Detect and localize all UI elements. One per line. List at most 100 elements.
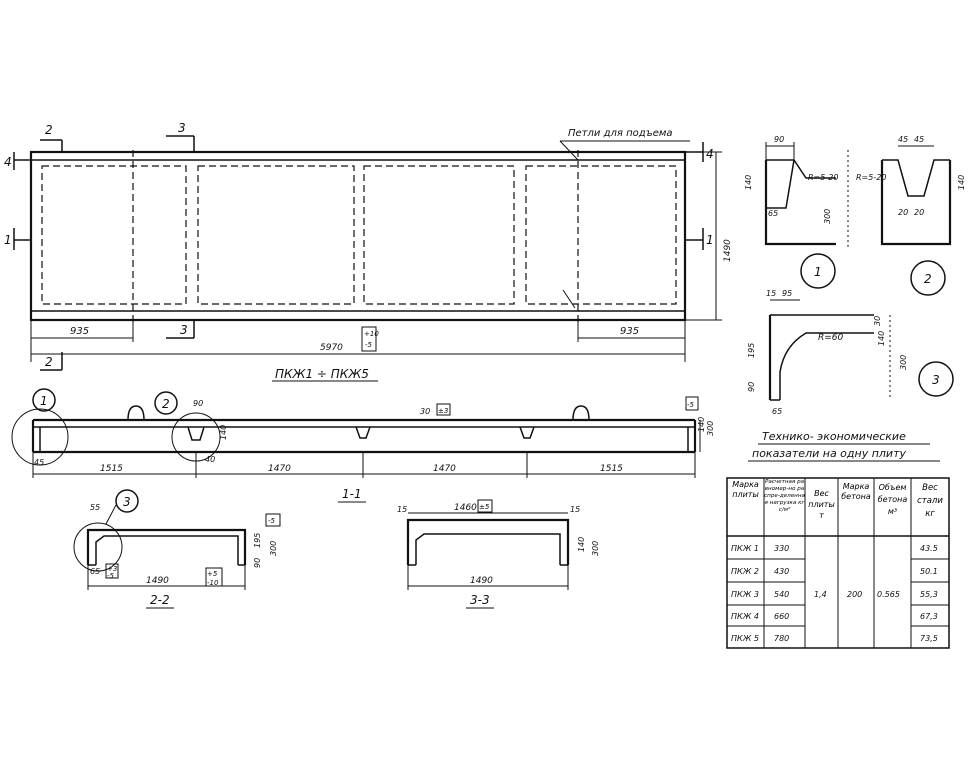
dim-2-2-b: 90 [253, 558, 262, 568]
header-volume: Объем бетона м³ [877, 483, 908, 516]
dim-plan-total: 5970 [320, 343, 343, 353]
mark-3-top: 3 [178, 121, 186, 135]
row-5-load: 780 [774, 634, 789, 643]
row-4-steel: 67,3 [920, 612, 938, 621]
header-steel: Вес стали кг [917, 483, 943, 519]
tol-2-2-b-minus: -10 [207, 579, 219, 587]
header-concrete: Марка бетона [841, 482, 871, 501]
section-mark-2-top: 2 [40, 123, 63, 152]
dim-2-2-a: 195 [253, 533, 262, 548]
row-3-mark: ПКЖ 3 [731, 590, 759, 599]
shared-volume: 0.565 [877, 590, 900, 599]
slab-outline [29, 150, 687, 322]
tol-plan-plus: +10 [364, 330, 379, 338]
dim-3-3-width: 1490 [470, 576, 493, 586]
detail-3-circle [918, 361, 954, 397]
mark-1-left: 1 [4, 233, 12, 247]
section-2-2: 3 55 65 +3 -5 195 90 300 -5 1490 +5 -10 … [73, 489, 281, 609]
callout-2-label: 2 [162, 397, 170, 411]
callout-1-label: 1 [40, 394, 48, 408]
dim-rib-top: 90 [193, 399, 203, 408]
detail-2: 45 45 140 20 20 R=5-20 2 [856, 135, 966, 296]
table-title-line-2: показатели на одну плиту [752, 447, 906, 460]
dim-rib-bottom: 40 [205, 455, 215, 464]
mark-4-left: 4 [4, 155, 12, 169]
tol-plan-minus: -5 [365, 341, 373, 349]
row-5-steel: 73,5 [920, 634, 938, 643]
panel-4 [525, 165, 677, 305]
detail-1-dim-top: 90 [774, 135, 784, 144]
panel-2 [197, 165, 355, 305]
detail-1-dim-depth: 300 [823, 209, 832, 224]
span-4: 1515 [600, 464, 623, 474]
dim-2-2-height: 300 [269, 541, 278, 556]
detail-1-label: 1 [814, 265, 822, 279]
detail-1-radius: R=5-20 [808, 173, 838, 182]
detail-3-dim-top-a: 15 [766, 289, 776, 298]
section-mark-3-top: 3 [166, 121, 195, 152]
dim-2-2-width: 1490 [146, 576, 169, 586]
mark-3-bottom: 3 [180, 323, 188, 337]
row-5-mark: ПКЖ 5 [731, 634, 759, 643]
tech-table: Технико- экономические показатели на одн… [726, 430, 950, 649]
row-4-mark: ПКЖ 4 [731, 612, 759, 621]
plan-title: ПКЖ1 ÷ ПКЖ5 [275, 367, 369, 381]
row-4-load: 660 [774, 612, 789, 621]
detail-1: 90 140 300 65 R=5-20 1 [744, 135, 849, 289]
tol-2-2-a-plus: +3 [107, 565, 117, 573]
shared-weight: 1,4 [814, 590, 827, 599]
dim-slab: 30 [420, 407, 430, 416]
tol-slab: ±3 [438, 407, 448, 415]
tol-height-1-1: -5 [687, 401, 695, 409]
detail-1-dim-bottom: 65 [768, 209, 778, 218]
tol-2-2-a-minus: -5 [107, 572, 115, 580]
row-1-load: 330 [774, 544, 789, 553]
row-1-steel: 43.5 [920, 544, 938, 553]
section-mark-3-bottom: 3 [166, 320, 195, 339]
row-2-steel: 50.1 [920, 567, 938, 576]
mark-2-top: 2 [45, 123, 53, 137]
row-3-load: 540 [774, 590, 789, 599]
detail-3-dim-c: 30 [873, 316, 882, 326]
plan-view: 2 3 4 1 4 1 3 [4, 121, 733, 382]
section-mark-1-right: 1 [686, 228, 714, 250]
detail-3-dim-d: 140 [877, 331, 886, 346]
tol-2-2-height: -5 [268, 517, 276, 525]
dim-height-1-1: 300 [706, 421, 715, 436]
table-title-line-1: Технико- экономические [762, 430, 906, 443]
dim-3-3-inner: 1460 [454, 503, 477, 513]
section-1-1-title: 1-1 [342, 487, 362, 501]
tol-2-2-b-plus: +5 [207, 570, 218, 578]
span-2: 1470 [268, 464, 291, 474]
row-3-steel: 55,3 [920, 590, 938, 599]
section-mark-4-left: 4 [4, 152, 30, 170]
header-weight: Вес плиты т [808, 489, 835, 520]
section-mark-1-left: 1 [4, 228, 30, 250]
dim-3-3-height: 300 [591, 541, 600, 556]
header-load: Расчетная равномер-но распре-деленная на… [764, 479, 805, 513]
detail-2-dim-height: 140 [957, 175, 966, 190]
section-3-3-title: 3-3 [470, 593, 490, 607]
lifting-loops-label: Петли для подъема [568, 128, 673, 139]
dim-plan-left: 935 [70, 326, 89, 337]
span-3: 1470 [433, 464, 456, 474]
callout-3-label: 3 [123, 495, 131, 509]
detail-2-dim-bottom-right: 20 [914, 208, 924, 217]
tol-3-3-inner: ±5 [479, 503, 490, 511]
detail-3-radius: R=60 [818, 333, 844, 343]
detail-3-dim-bottom: 65 [772, 407, 782, 416]
detail-1-dim-height: 140 [744, 175, 753, 190]
section-1-1: 1 2 90 40 140 30 ±3 -5 140 300 45 1515 1… [11, 388, 715, 503]
mark-4-right: 4 [706, 147, 714, 161]
detail-3: 15 95 195 90 30 140 300 65 R=60 3 [747, 289, 954, 416]
detail-2-dim-bottom-left: 20 [898, 208, 908, 217]
dim-3-3-small: 140 [577, 537, 586, 552]
detail-1-circle [800, 253, 836, 289]
detail-2-label: 2 [924, 272, 932, 286]
callout-circle-1 [11, 408, 69, 466]
dim-plan-width: 1490 [723, 239, 733, 262]
dim-rib-height: 140 [219, 425, 228, 440]
dim-3-3-left: 15 [397, 505, 407, 514]
row-2-mark: ПКЖ 2 [731, 567, 759, 576]
